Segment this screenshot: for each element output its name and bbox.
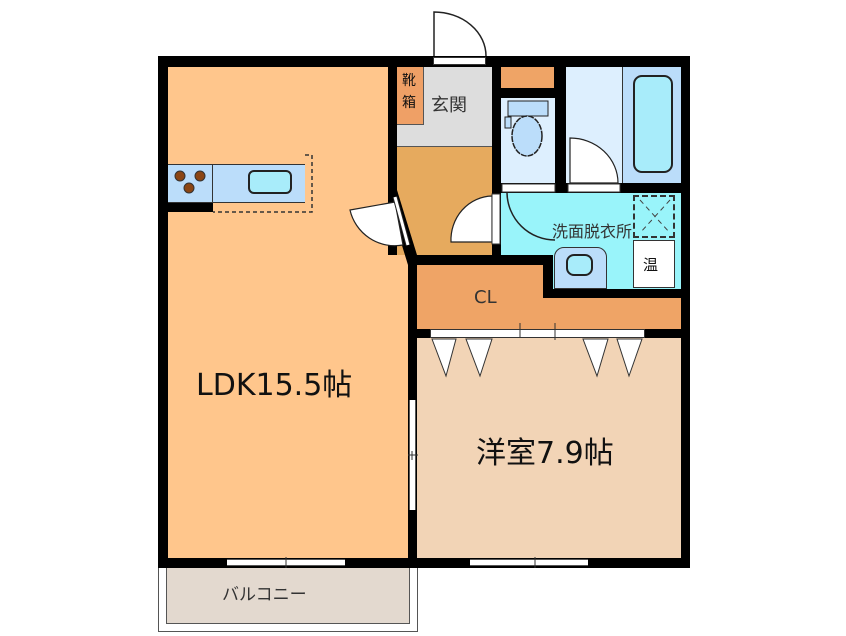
shoe-box-label-top: 靴 <box>402 73 416 89</box>
shoe-box[interactable] <box>397 67 424 125</box>
entry-door-threshold <box>433 57 486 65</box>
stove-divider <box>212 164 213 203</box>
bath-door-icon <box>569 137 619 184</box>
balcony[interactable] <box>166 566 410 624</box>
toilet-tank-icon <box>507 100 549 117</box>
closet-doors[interactable] <box>430 329 645 338</box>
shoe-box-label-bottom: 箱 <box>402 95 416 111</box>
folding-door-icons <box>431 338 643 378</box>
room-closet-right <box>543 298 681 329</box>
burner-icon <box>174 170 186 182</box>
entrance-label: 玄関 <box>431 95 467 116</box>
room-closet[interactable] <box>417 265 543 329</box>
bathtub <box>633 75 673 173</box>
burner-icon <box>183 182 195 194</box>
western-room-label: 洋室7.9帖 <box>476 436 614 471</box>
burner-icon <box>194 170 206 182</box>
room-ldk[interactable] <box>168 67 388 558</box>
room-ldk-lower <box>380 255 408 558</box>
vanity-sink <box>566 254 593 276</box>
washer-space <box>633 195 675 238</box>
washroom-label: 洗面脱衣所 <box>552 222 633 241</box>
closet-label: CL <box>474 287 497 308</box>
kitchen-sink <box>248 170 292 194</box>
entry-door-icon <box>433 11 487 57</box>
washroom-door-icon <box>450 195 493 243</box>
hall-door-icon <box>349 201 404 247</box>
water-heater-label: 温 <box>643 256 659 274</box>
kitchen-wall <box>168 203 213 212</box>
water-heater <box>633 240 675 288</box>
balcony-label: バルコニー <box>222 585 307 605</box>
storage-shelf <box>501 67 554 88</box>
toilet-bowl-icon <box>511 115 543 157</box>
room-western[interactable] <box>417 338 681 558</box>
ldk-label: LDK15.5帖 <box>196 368 353 403</box>
western-window[interactable] <box>470 559 588 566</box>
